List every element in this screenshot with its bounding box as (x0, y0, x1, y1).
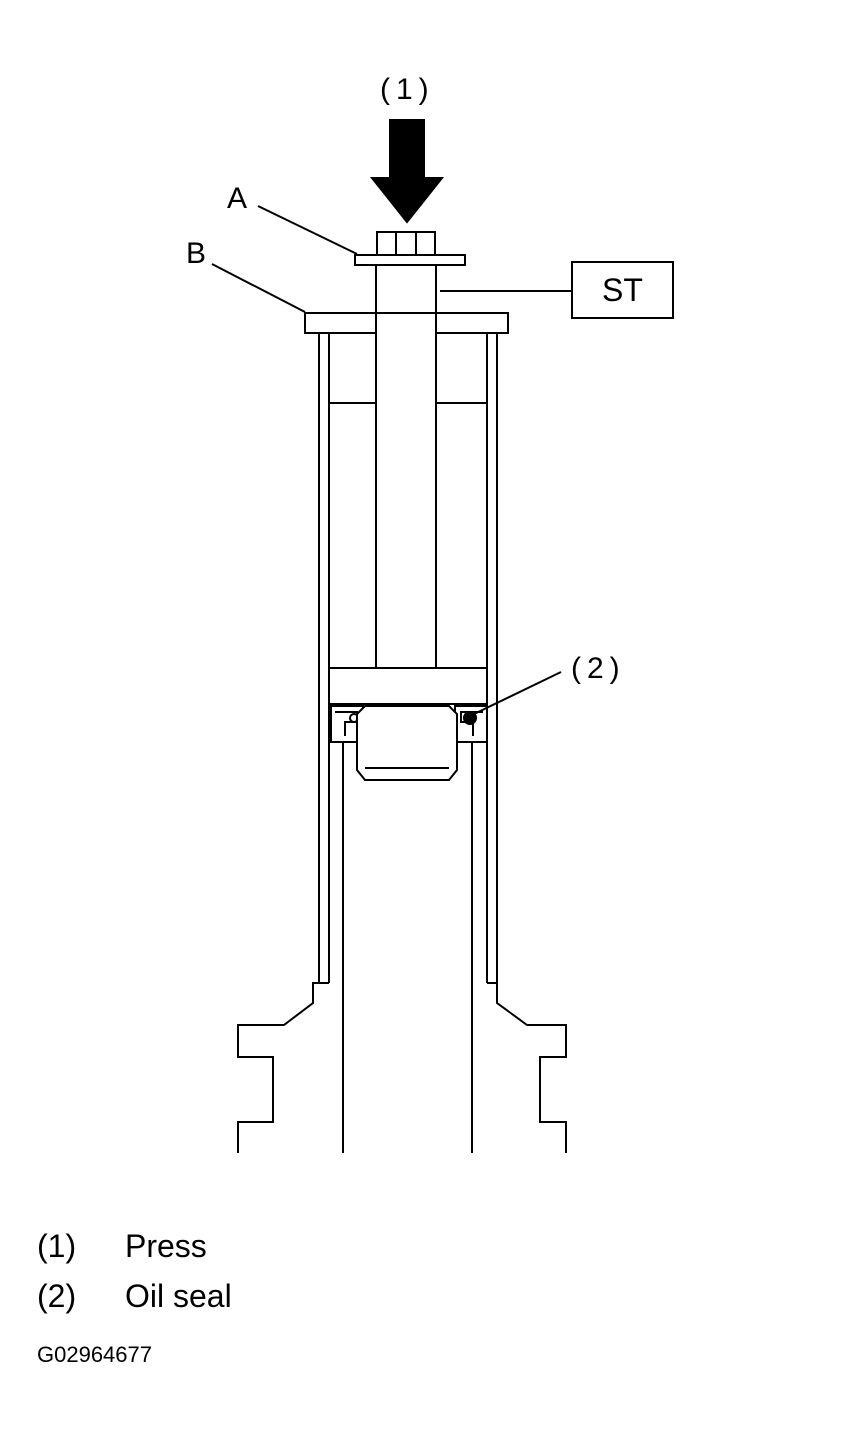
press-plate (328, 667, 488, 705)
legend-text-1: Press (125, 1228, 207, 1264)
leader-a (257, 205, 358, 255)
lower-body-left (237, 982, 319, 1153)
callout-oil-seal: (2) (571, 652, 626, 685)
special-tool-label: ST (602, 271, 643, 308)
nut (376, 231, 436, 259)
press-arrow (369, 119, 445, 224)
callout-press: (1) (380, 73, 435, 106)
label-a: A (227, 182, 248, 215)
figure-id: G02964677 (37, 1342, 152, 1367)
flange-b (304, 312, 377, 334)
label-b: B (186, 237, 207, 270)
washer-a (354, 254, 466, 266)
outer-tube (318, 333, 498, 984)
leader-b (211, 263, 306, 313)
installer-cup (356, 705, 458, 781)
special-tool-box: ST (571, 261, 674, 319)
legend-num-1: (1) (37, 1228, 77, 1264)
legend-num-2: (2) (37, 1278, 77, 1314)
lower-body-right (496, 983, 567, 1153)
flange-b-right (435, 312, 509, 334)
legend-text-2: Oil seal (125, 1278, 232, 1314)
